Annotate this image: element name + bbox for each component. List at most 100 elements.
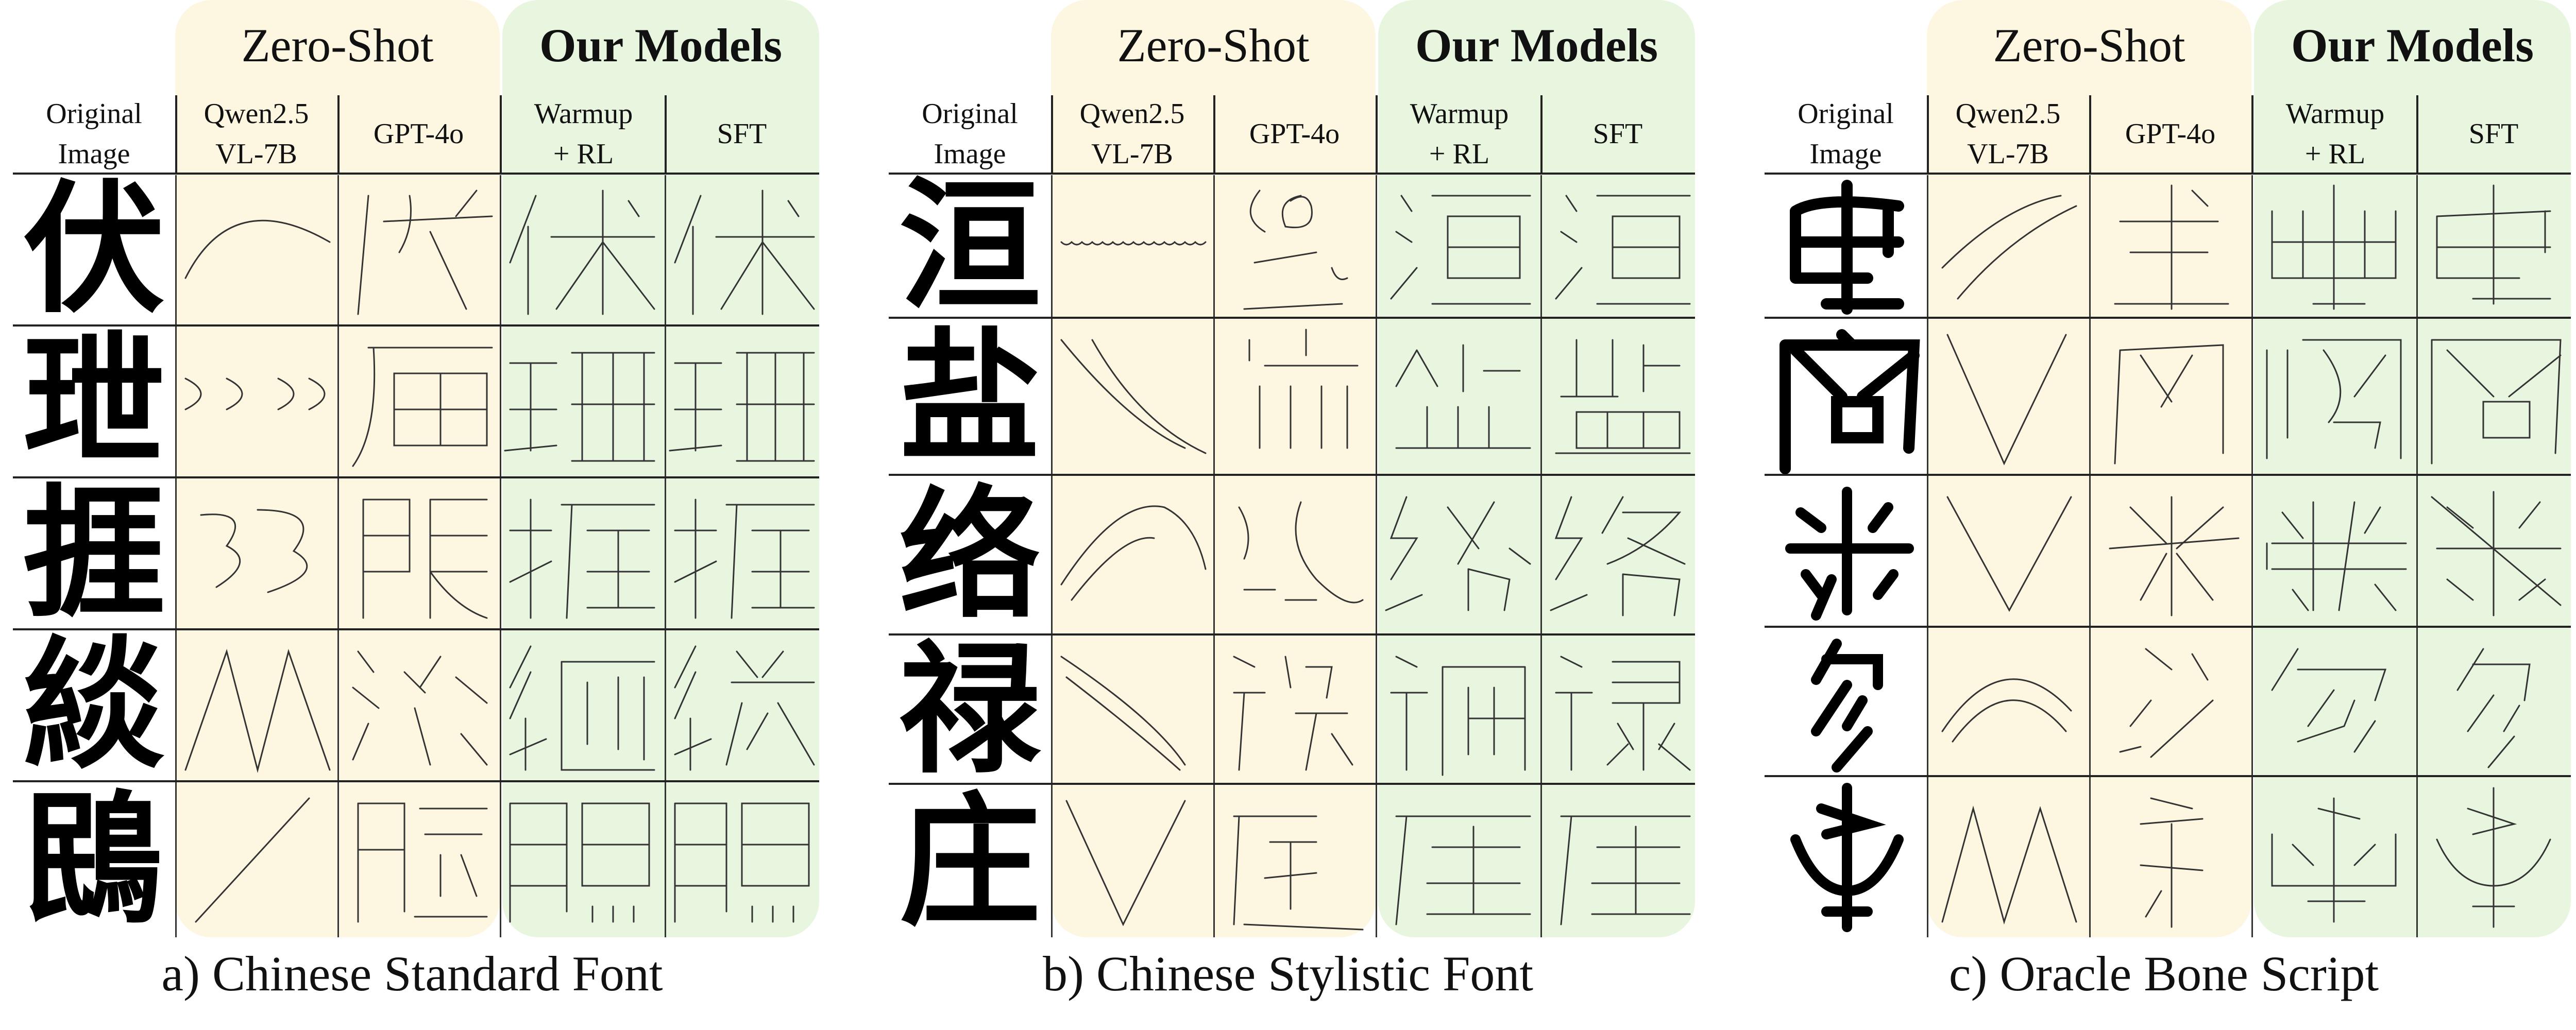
qwen-sketch	[200, 509, 308, 593]
gpt-sketch	[362, 499, 488, 619]
col-header-sft: SFT	[717, 118, 767, 150]
warmup-sketch	[2266, 501, 2407, 611]
sft-sketch	[2431, 491, 2562, 616]
divider	[1540, 95, 1543, 173]
original-character: 玴	[23, 319, 165, 484]
divider	[2416, 175, 2418, 937]
divider	[337, 175, 339, 937]
warmup-sketch	[1385, 496, 1531, 611]
row-divider	[889, 783, 1695, 785]
gpt-sketch	[352, 650, 488, 766]
row-divider	[13, 780, 819, 782]
divider	[1376, 95, 1378, 173]
zero-shot-title: Zero-Shot	[241, 19, 434, 72]
warmup-sketch	[2266, 339, 2402, 459]
panel-caption: a) Chinese Standard Font	[161, 946, 663, 1001]
divider	[500, 175, 501, 937]
original-character: 洹	[899, 163, 1041, 329]
original-character: 鴖	[23, 777, 165, 942]
row-divider	[13, 628, 819, 630]
row-divider	[13, 173, 819, 175]
divider	[1540, 175, 1542, 937]
row-divider	[889, 474, 1695, 476]
sft-sketch	[669, 352, 815, 462]
warmup-sketch	[2271, 184, 2397, 310]
row-divider	[1765, 626, 2571, 628]
qwen-sketch	[1060, 339, 1207, 454]
sft-sketch	[2436, 787, 2551, 928]
warmup-sketch	[509, 645, 655, 771]
qwen-sketch	[1060, 241, 1207, 246]
divider	[175, 175, 177, 937]
qwen-sketch	[1941, 805, 2077, 925]
warmup-sketch	[2271, 797, 2397, 923]
divider	[1927, 175, 1928, 937]
col-header-warmup: Warmup + RL	[1410, 98, 1509, 170]
gpt-sketch	[1248, 329, 1359, 449]
sft-sketch	[674, 499, 815, 619]
gpt-sketch	[2114, 184, 2229, 310]
divider	[337, 95, 340, 173]
divider	[500, 95, 502, 173]
sft-sketch	[2456, 648, 2531, 768]
col-header-warmup: Warmup + RL	[2285, 98, 2385, 170]
col-header-original: Original Image	[46, 98, 142, 170]
row-divider	[13, 476, 819, 478]
gpt-sketch	[2140, 797, 2204, 928]
warmup-sketch	[1390, 656, 1526, 776]
oracle-glyph	[1785, 487, 1914, 621]
oracle-glyph	[1790, 180, 1904, 315]
sft-sketch	[1550, 496, 1686, 616]
divider	[2251, 95, 2253, 173]
our-models-title: Our Models	[1415, 19, 1658, 72]
our-models-background	[1378, 0, 1695, 937]
warmup-sketch	[509, 802, 650, 923]
gpt-sketch	[1243, 190, 1348, 310]
divider	[1376, 175, 1377, 937]
gpt-sketch	[357, 190, 493, 315]
qwen-sketch	[1941, 195, 2077, 300]
panel-oracle-bone-script: Zero-Shot Our Models Original Image Qwen…	[1752, 0, 2576, 1030]
oracle-glyph	[1790, 783, 1904, 932]
oracle-glyph	[1811, 639, 1883, 772]
sft-sketch	[1555, 656, 1691, 771]
divider	[2251, 175, 2253, 937]
divider	[1051, 95, 1053, 173]
divider	[1213, 175, 1215, 937]
qwen-sketch	[184, 648, 331, 773]
warmup-sketch	[1395, 344, 1531, 449]
col-header-original: Original Image	[922, 98, 1018, 170]
divider	[1051, 175, 1053, 937]
sft-sketch	[1555, 195, 1691, 305]
gpt-sketch	[357, 802, 488, 923]
row-divider	[889, 633, 1695, 636]
col-header-gpt: GPT-4o	[373, 118, 464, 150]
qwen-sketch	[184, 219, 331, 279]
row-divider	[1765, 775, 2571, 777]
divider	[2416, 95, 2418, 173]
row-divider	[13, 324, 819, 327]
divider	[1213, 95, 1215, 173]
sft-sketch	[674, 645, 815, 771]
our-models-title: Our Models	[539, 19, 783, 72]
qwen-sketch	[195, 797, 310, 923]
gpt-sketch	[2119, 648, 2214, 758]
warmup-sketch	[1390, 195, 1531, 305]
gpt-sketch	[1238, 501, 1364, 604]
sft-sketch	[2431, 339, 2562, 465]
qwen-sketch	[1065, 800, 1186, 926]
qwen-sketch	[1946, 496, 2072, 612]
original-character: 络	[899, 472, 1041, 638]
divider	[1927, 95, 1929, 173]
col-header-qwen: Qwen2.5 VL-7B	[1955, 98, 2061, 170]
qwen-sketch	[1060, 656, 1186, 771]
warmup-sketch	[509, 499, 655, 619]
gpt-sketch	[1233, 656, 1353, 771]
sft-sketch	[2436, 184, 2551, 305]
gpt-sketch	[1233, 815, 1364, 931]
qwen-sketch	[1946, 334, 2067, 466]
panel-chinese-standard-font: Zero-Shot Our Models Original Image Qwen…	[0, 0, 824, 1030]
zero-shot-title: Zero-Shot	[1117, 19, 1310, 72]
oracle-glyph	[1780, 329, 1920, 474]
original-character: 捱	[23, 471, 165, 636]
